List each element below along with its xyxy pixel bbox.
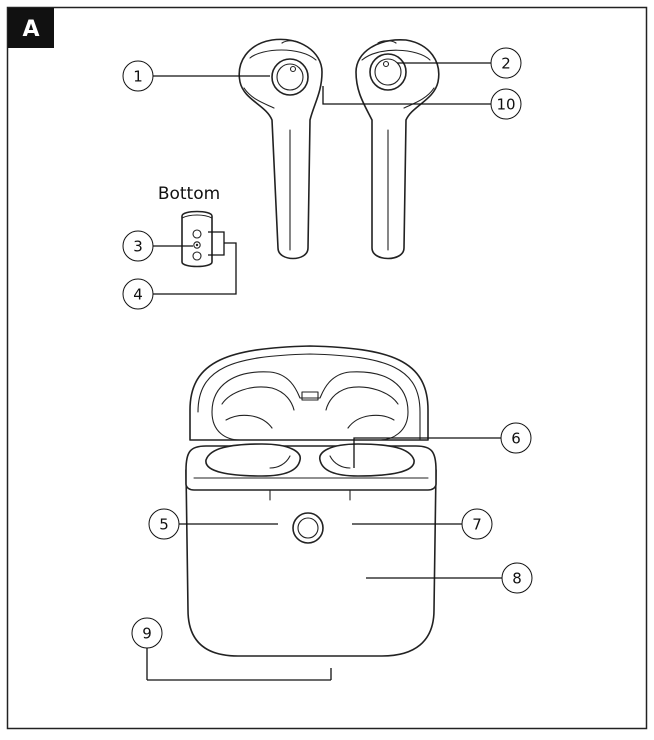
callout-number: 3 xyxy=(133,238,143,256)
callout-circle xyxy=(131,617,163,649)
leader-10 xyxy=(322,86,491,105)
callout-circle xyxy=(490,47,522,79)
callout-number: 6 xyxy=(511,430,521,448)
case-lid xyxy=(189,345,429,441)
callout-number: 9 xyxy=(142,625,152,643)
callout-number: 4 xyxy=(133,286,143,304)
microphone-hole xyxy=(193,241,201,249)
callout-number: 1 xyxy=(133,68,143,86)
left-earbud-body xyxy=(238,38,323,260)
right-earbud-body xyxy=(355,39,440,260)
right-earbud xyxy=(355,39,440,260)
callout-circle xyxy=(122,60,154,92)
earbud-slot-right xyxy=(319,443,415,477)
callout-number: 10 xyxy=(496,96,515,114)
bottom-label: Bottom xyxy=(158,184,220,204)
callout-6: 6 xyxy=(500,422,532,454)
callout-number: 5 xyxy=(159,516,169,534)
right-touch-ring xyxy=(374,58,402,86)
panel-letter: A xyxy=(22,17,39,42)
case-body xyxy=(185,469,437,657)
panel-badge-box xyxy=(8,8,54,48)
callout-3: 3 xyxy=(122,230,154,262)
case-button-inner xyxy=(297,517,319,539)
callout-markers: 1 2 3 4 5 6 7 8 xyxy=(122,47,533,649)
callout-9: 9 xyxy=(131,617,163,649)
callout-4: 4 xyxy=(122,278,154,310)
callout-10: 10 xyxy=(490,88,522,120)
lid-cavity-right-inner xyxy=(347,414,395,429)
callout-5: 5 xyxy=(148,508,180,540)
callout-number: 2 xyxy=(501,55,511,73)
charging-contact-bottom xyxy=(192,251,202,261)
callout-circle xyxy=(148,508,180,540)
lid-cavity xyxy=(211,371,409,441)
charging-case xyxy=(185,345,437,657)
callout-number: 8 xyxy=(512,570,522,588)
lid-cavity-right-curve xyxy=(325,386,399,411)
bottom-detail: Bottom xyxy=(158,184,220,268)
right-earbud-shadow xyxy=(403,87,435,109)
slot-right-detail xyxy=(329,455,351,469)
case-front-notch xyxy=(269,489,351,501)
callout-circle xyxy=(501,562,533,594)
case-lid-inner-rim xyxy=(197,353,421,441)
callout-circle xyxy=(122,230,154,262)
callout-circle xyxy=(500,422,532,454)
stem-bottom xyxy=(181,210,213,268)
callout-lines xyxy=(146,62,502,681)
callout-2: 2 xyxy=(490,47,522,79)
callout-number: 7 xyxy=(472,516,482,534)
callout-1: 1 xyxy=(122,60,154,92)
leader-4 xyxy=(153,242,237,295)
callout-circle xyxy=(490,88,522,120)
lid-latch xyxy=(301,391,319,401)
left-earbud xyxy=(238,38,323,260)
left-led-dot xyxy=(289,65,297,73)
charging-contact-top xyxy=(192,229,202,239)
slot-left-detail xyxy=(269,455,291,469)
right-earbud-edge xyxy=(361,49,431,61)
lid-cavity-left-inner xyxy=(225,414,273,429)
earbud-slot-left xyxy=(205,443,301,477)
stem-bottom-edge xyxy=(181,214,213,219)
left-touch-ring xyxy=(276,63,304,91)
right-led-dot xyxy=(382,60,390,68)
callout-circle xyxy=(122,278,154,310)
panel-badge: A xyxy=(8,8,54,48)
callout-8: 8 xyxy=(501,562,533,594)
left-earbud-edge xyxy=(249,49,317,61)
callout-7: 7 xyxy=(461,508,493,540)
case-button xyxy=(292,512,324,544)
left-earbud-shadow xyxy=(243,87,275,109)
microphone-hole-center xyxy=(195,243,199,247)
leader-6 xyxy=(353,437,501,468)
callout-circle xyxy=(461,508,493,540)
lid-cavity-left-curve xyxy=(221,386,295,411)
right-vent xyxy=(377,40,397,44)
left-vent xyxy=(281,40,301,44)
